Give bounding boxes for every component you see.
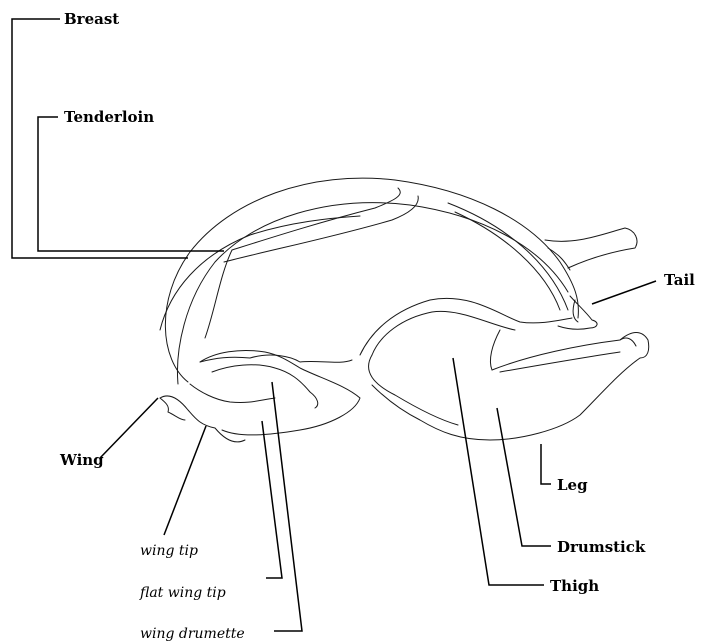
- breast-bottom-outline: [200, 355, 352, 362]
- tenderloin-edge: [205, 250, 232, 338]
- breast-label: Breast: [64, 10, 119, 28]
- tail-label: Tail: [664, 271, 695, 289]
- tenderloin-lower-outline: [224, 196, 418, 262]
- leg-leader: [541, 444, 551, 484]
- thigh-right-outline: [490, 330, 500, 370]
- drumstick-outline: [372, 333, 649, 441]
- labels: Breast Tenderloin Tail Wing wing tip fla…: [59, 10, 695, 641]
- wing-drumette-label: wing drumette: [140, 626, 245, 641]
- wing-tip-hook: [160, 398, 185, 420]
- flat-wing-tip-label: flat wing tip: [139, 585, 226, 601]
- thigh-top-outline: [360, 298, 572, 355]
- tenderloin-label: Tenderloin: [64, 108, 154, 126]
- thigh-inner-outline: [372, 311, 515, 355]
- wing-tip-label: wing tip: [140, 543, 198, 559]
- drumstick-leader: [497, 408, 551, 546]
- wing-drumette-outline: [200, 350, 360, 434]
- tail-leader: [592, 281, 656, 304]
- thigh-leader: [453, 358, 544, 585]
- thigh-label: Thigh: [550, 577, 599, 595]
- breast-skin-line: [160, 216, 360, 330]
- backbone-top-outline: [545, 228, 637, 268]
- drumstick-inner-outline: [500, 352, 620, 372]
- back-ridge-outline-2: [455, 212, 560, 310]
- drumstick-knuckle-outline: [620, 338, 636, 346]
- wing-drumette-leader: [272, 382, 302, 631]
- wing-label: Wing: [59, 451, 104, 469]
- wing-joint-outline: [190, 384, 275, 403]
- tenderloin-leader: [38, 117, 224, 251]
- tenderloin-outline: [232, 188, 400, 250]
- thigh-outline: [369, 355, 458, 425]
- leg-label: Leg: [557, 476, 588, 494]
- wing-leader: [100, 398, 158, 458]
- drumstick-label: Drumstick: [557, 538, 646, 556]
- chicken-illustration: [160, 178, 649, 442]
- wing-tip-leader: [164, 426, 206, 535]
- back-ridge-outline: [448, 203, 568, 310]
